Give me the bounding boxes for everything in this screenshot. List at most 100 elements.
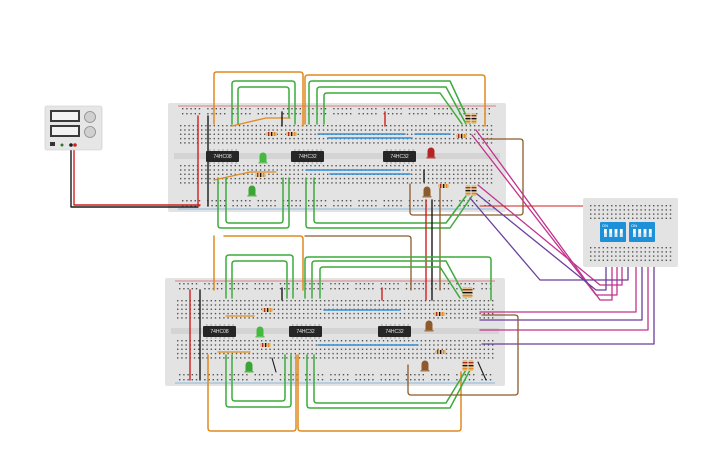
wire-green	[323, 92, 463, 125]
hole	[251, 169, 253, 171]
hole	[444, 142, 446, 144]
hole	[490, 169, 493, 171]
hole	[193, 348, 196, 350]
hole	[369, 125, 371, 127]
hole	[422, 374, 424, 376]
hole	[364, 142, 367, 144]
hole	[590, 213, 592, 215]
hole	[478, 173, 480, 175]
hole	[210, 317, 212, 319]
hole	[653, 213, 655, 215]
hole	[437, 348, 439, 350]
hole	[381, 182, 383, 184]
hole	[298, 304, 301, 306]
hole	[301, 137, 304, 140]
hole	[382, 300, 385, 302]
dip-switch-1[interactable]: ON	[629, 222, 655, 242]
hole	[295, 108, 297, 110]
hole	[267, 374, 269, 376]
hole	[333, 205, 335, 207]
hole	[384, 288, 387, 290]
hole	[318, 177, 320, 180]
hole	[219, 200, 222, 202]
hole	[285, 169, 287, 171]
hole	[180, 142, 182, 144]
hole	[483, 304, 485, 306]
dip-switch-0[interactable]: ON	[600, 222, 626, 242]
ic-pin	[209, 162, 211, 164]
hole	[375, 108, 377, 110]
hole	[356, 129, 358, 131]
hole	[258, 374, 261, 376]
hole	[277, 357, 280, 359]
hole	[297, 137, 299, 140]
power-supply-icon[interactable]	[44, 105, 103, 151]
hole	[181, 304, 183, 306]
hole	[248, 304, 250, 306]
hole	[231, 344, 233, 346]
knob-icon[interactable]	[84, 111, 96, 123]
hole	[259, 142, 262, 144]
hole	[366, 300, 368, 302]
ic-pin	[222, 149, 224, 151]
hole	[464, 374, 466, 376]
hole	[261, 348, 263, 350]
hole	[459, 108, 461, 110]
hole	[214, 344, 217, 346]
hole	[336, 340, 338, 342]
hole	[276, 177, 278, 180]
hole	[227, 348, 229, 350]
hole	[357, 312, 359, 315]
hole	[332, 348, 334, 350]
led-rim	[255, 336, 265, 338]
hole	[445, 304, 448, 306]
hole	[395, 317, 397, 319]
hole	[269, 348, 271, 350]
hole	[458, 317, 460, 319]
hole	[340, 304, 343, 306]
hole	[232, 113, 234, 115]
hole	[385, 165, 388, 167]
hole	[408, 357, 410, 359]
power-switch[interactable]	[50, 142, 55, 146]
hole	[366, 113, 369, 115]
hole	[255, 182, 257, 184]
hole	[424, 352, 427, 355]
knob-icon[interactable]	[84, 126, 96, 138]
hole	[644, 251, 646, 253]
hole	[487, 348, 490, 350]
hole	[340, 317, 343, 319]
hole	[202, 308, 204, 310]
hole	[280, 129, 283, 131]
hole	[382, 317, 385, 319]
hole	[418, 283, 420, 285]
wire-purple	[481, 244, 655, 345]
hole	[230, 182, 232, 184]
hole	[370, 304, 372, 306]
hole	[661, 209, 663, 211]
hole	[448, 165, 451, 167]
hole	[468, 374, 471, 376]
ic-pin	[399, 149, 401, 151]
hole	[361, 312, 364, 315]
hole	[357, 317, 359, 319]
hole	[606, 213, 609, 215]
hole	[248, 340, 250, 342]
hole	[276, 133, 278, 135]
hole	[416, 300, 418, 302]
hole	[327, 173, 329, 175]
hole	[369, 182, 371, 184]
hole	[206, 317, 208, 319]
hole	[213, 137, 215, 140]
hole	[419, 177, 421, 180]
hole	[272, 173, 274, 175]
hole	[240, 205, 243, 207]
hole	[336, 352, 338, 355]
hole	[314, 165, 316, 167]
hole	[427, 129, 430, 131]
hole	[471, 340, 473, 342]
hole	[219, 300, 221, 302]
hole	[240, 200, 243, 202]
hole	[661, 259, 663, 261]
resistor-band	[471, 121, 477, 123]
